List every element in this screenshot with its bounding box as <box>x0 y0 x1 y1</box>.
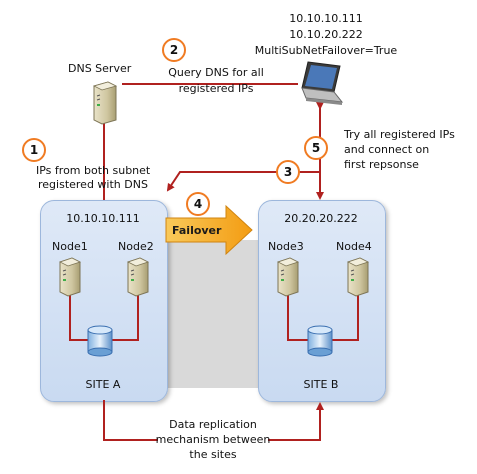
replication-line-2: mechanism between <box>155 433 271 446</box>
step-5-line-2: and connect on <box>344 143 430 156</box>
replication-line-1: Data replication <box>169 418 257 431</box>
step-3-marker: 3 <box>276 160 300 184</box>
replication-line-3: the sites <box>189 448 237 461</box>
node4-label: Node4 <box>336 240 372 253</box>
step-4-marker: 4 <box>186 192 210 216</box>
step-2-line-2: registered IPs <box>178 82 254 95</box>
step-1-line-1: IPs from both subnet <box>36 164 151 177</box>
site-a-ip: 10.10.10.111 <box>66 212 140 225</box>
step3-arrow <box>166 171 320 192</box>
site-a-name: SITE A <box>85 378 121 391</box>
step-2-line-1: Query DNS for all <box>168 66 264 79</box>
client-ip-1: 10.10.10.111 <box>289 12 363 25</box>
laptop-icon <box>301 61 344 105</box>
site-b-wire-left <box>287 294 308 341</box>
dns-server-label: DNS Server <box>68 62 132 75</box>
site-b-ip: 20.20.20.222 <box>284 212 358 225</box>
node4-server-icon <box>346 257 370 297</box>
site-b-wire-right <box>332 294 359 341</box>
node1-label: Node1 <box>52 240 88 253</box>
client-connection-setting: MultiSubNetFailover=True <box>254 44 398 57</box>
client-ip-2: 10.10.20.222 <box>289 28 363 41</box>
replication-left-line <box>103 400 158 441</box>
site-b-name: SITE B <box>303 378 339 391</box>
node3-server-icon <box>276 257 300 297</box>
step-2-marker: 2 <box>162 38 186 62</box>
inter-site-band <box>166 240 260 388</box>
replication-right-line <box>268 402 324 441</box>
step-5-line-1: Try all registered IPs <box>344 128 455 141</box>
site-a-wire-right <box>112 294 139 341</box>
site-a-database-icon <box>87 325 113 357</box>
node2-label: Node2 <box>118 240 154 253</box>
failover-arrow <box>165 204 253 256</box>
node3-label: Node3 <box>268 240 304 253</box>
failover-label: Failover <box>172 224 222 237</box>
step-5-marker: 5 <box>304 136 328 160</box>
site-a-box <box>40 200 168 402</box>
step-5-line-3: first repsonse <box>344 158 419 171</box>
site-a-wire-left <box>69 294 88 341</box>
step-1-line-2: registered with DNS <box>38 178 148 191</box>
dns-server-icon <box>92 81 118 125</box>
node2-server-icon <box>126 257 150 297</box>
node1-server-icon <box>58 257 82 297</box>
site-b-box <box>258 200 386 402</box>
step-1-marker: 1 <box>22 138 46 162</box>
site-b-database-icon <box>307 325 333 357</box>
